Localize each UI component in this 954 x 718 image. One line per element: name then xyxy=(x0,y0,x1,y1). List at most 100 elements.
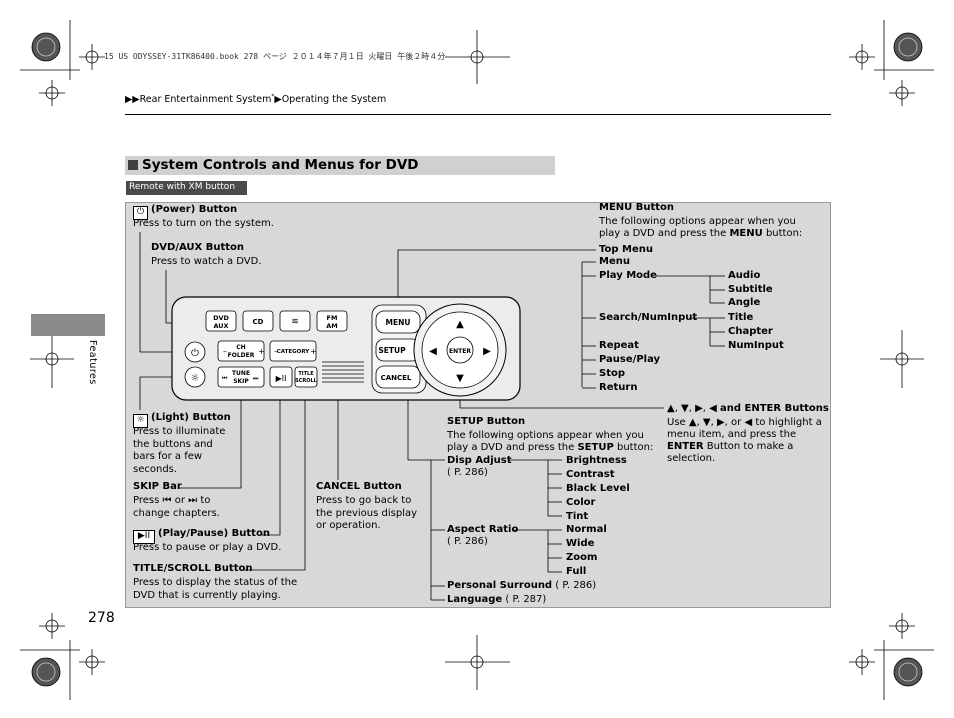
play-mode-audio: Audio xyxy=(728,270,761,281)
disp-contrast: Contrast xyxy=(566,469,615,480)
menu-item-play-mode: Play Mode xyxy=(599,270,657,281)
cd-button[interactable] xyxy=(242,310,274,332)
am-label: AM xyxy=(326,322,338,330)
play-pause-icon: ▶II xyxy=(133,530,155,544)
up-arrow-icon[interactable]: ▲ xyxy=(456,319,464,330)
skip-forward-icon: ⏭ xyxy=(188,495,198,506)
side-tab-label: Features xyxy=(87,340,98,385)
arrow-buttons-desc-1: Use ▲, ▼, ▶, or ◀ to highlight a xyxy=(667,417,822,428)
side-tab xyxy=(31,314,105,336)
dvd-aux-title: DVD/AUX Button xyxy=(151,242,245,253)
header-rule xyxy=(125,114,831,115)
print-header: 15 US ODYSSEY-31TK86400.book 278 ページ ２０１… xyxy=(104,52,446,61)
xm-button[interactable] xyxy=(279,310,311,332)
minus-icon: – xyxy=(223,347,227,356)
light-icon: ☼ xyxy=(191,373,200,384)
aspect-wide: Wide xyxy=(566,538,595,549)
setup-language: Language ( P. 287) xyxy=(447,594,547,605)
aux-label: AUX xyxy=(213,322,228,330)
setup-button-desc-1: The following options appear when you xyxy=(447,430,644,441)
left-arrow-icon: ◀ xyxy=(744,417,753,428)
disp-color: Color xyxy=(566,497,596,508)
cancel-label: CANCEL xyxy=(381,374,412,382)
cancel-description: Press to go back to the previous display… xyxy=(316,495,418,531)
aspect-zoom: Zoom xyxy=(566,552,598,563)
breadcrumb-part-2[interactable]: Operating the System xyxy=(281,94,387,106)
play-pause-button[interactable] xyxy=(269,366,293,388)
menu-item-pause-play: Pause/Play xyxy=(599,354,661,365)
arrow-keys-icon: ▲, ▼, ▶, ◀ xyxy=(667,403,717,414)
skip-back-icon: ⏮ xyxy=(162,495,172,506)
title-scroll-title: TITLE/SCROLL Button xyxy=(133,563,253,574)
category-label: CATEGORY xyxy=(277,349,310,355)
aspect-full: Full xyxy=(566,566,587,577)
ch-label: CH xyxy=(236,344,245,351)
xm-icon: ≋ xyxy=(291,317,299,327)
play-mode-angle: Angle xyxy=(728,297,761,308)
dvd-aux-button[interactable] xyxy=(205,310,237,332)
left-arrow-icon[interactable]: ◀ xyxy=(429,346,437,357)
menu-item-search: Search/NumInput xyxy=(599,312,698,323)
disp-black-level: Black Level xyxy=(566,483,630,494)
speaker-grille xyxy=(322,361,364,383)
light-button[interactable] xyxy=(184,366,206,388)
power-button[interactable] xyxy=(184,341,206,363)
section-heading: System Controls and Menus for DVD xyxy=(125,156,555,175)
menu-item-stop: Stop xyxy=(599,368,626,379)
play-pause-heading: ▶II(Play/Pause) Button xyxy=(133,528,270,544)
disp-tint: Tint xyxy=(566,511,589,522)
title-scroll-description-2: DVD that is currently playing. xyxy=(133,590,281,601)
scroll-label: SCROLL xyxy=(295,378,318,384)
power-description: Press to turn on the system. xyxy=(133,218,274,229)
menu-button[interactable] xyxy=(375,310,421,334)
breadcrumb: ▶▶Rear Entertainment System*▶Operating t… xyxy=(125,93,386,105)
remote-control: DVD AUX CD ≋ FM AM ⏻ – CH FOLDER + – CAT… xyxy=(171,296,521,401)
menu-item-top-menu: Top Menu xyxy=(599,244,653,255)
arrow-keys-icon: ▲, ▼, ▶ xyxy=(688,417,725,428)
enter-label: ENTER xyxy=(449,348,471,355)
cancel-button[interactable] xyxy=(375,365,421,389)
menu-item-return: Return xyxy=(599,382,638,393)
right-arrow-icon[interactable]: ▶ xyxy=(483,346,491,357)
menu-button-desc-1: The following options appear when you xyxy=(599,216,796,227)
remote-tag-label: Remote with XM button xyxy=(129,182,236,192)
skip-title: SKIP Bar xyxy=(133,481,182,492)
folder-label: FOLDER xyxy=(228,352,255,359)
breadcrumb-star: * xyxy=(271,93,275,100)
arrow-buttons-desc-2: menu item, and press the xyxy=(667,429,797,440)
arrow-buttons-desc-4: selection. xyxy=(667,453,716,464)
breadcrumb-part-1[interactable]: Rear Entertainment System xyxy=(139,94,272,106)
search-title: Title xyxy=(728,312,754,323)
skip-label: SKIP xyxy=(233,378,249,385)
play-pause-description: Press to pause or play a DVD. xyxy=(133,542,282,553)
arrow-buttons-desc-3: ENTER Button to make a xyxy=(667,441,794,452)
title-scroll-description-1: Press to display the status of the xyxy=(133,577,298,588)
play-title: (Play/Pause) Button xyxy=(158,528,270,539)
fm-am-button[interactable] xyxy=(316,310,348,332)
title-scroll-button[interactable] xyxy=(294,366,318,388)
language-ref[interactable]: ( P. 287) xyxy=(505,594,547,605)
setup-disp-ref[interactable]: ( P. 286) xyxy=(447,467,488,478)
diagram-panel xyxy=(125,202,831,608)
menu-button-title: MENU Button xyxy=(599,202,675,213)
fm-label: FM xyxy=(327,314,338,322)
setup-aspect-ref[interactable]: ( P. 286) xyxy=(447,536,488,547)
category-rocker[interactable] xyxy=(269,340,317,362)
ch-folder-rocker[interactable] xyxy=(217,340,265,362)
minus-icon: – xyxy=(274,347,278,356)
tune-skip-bar[interactable] xyxy=(217,366,265,388)
search-numinput: NumInput xyxy=(728,340,784,351)
skip-back-icon: ⏮ xyxy=(222,375,228,382)
power-icon: ⏻ xyxy=(191,348,199,359)
breadcrumb-arrow-icon: ▶▶ xyxy=(125,94,140,106)
power-button-heading: ⏻(Power) Button xyxy=(133,204,237,220)
plus-icon: + xyxy=(310,347,317,356)
search-chapter: Chapter xyxy=(728,326,773,337)
play-mode-subtitle: Subtitle xyxy=(728,284,773,295)
surround-ref[interactable]: ( P. 286) xyxy=(555,580,597,591)
down-arrow-icon[interactable]: ▼ xyxy=(456,373,464,384)
enter-button[interactable] xyxy=(446,336,474,364)
play-pause-icon: ▶II xyxy=(276,374,287,383)
power-icon: ⏻ xyxy=(133,206,148,220)
menu-button-desc-2: play a DVD and press the MENU button: xyxy=(599,228,803,239)
